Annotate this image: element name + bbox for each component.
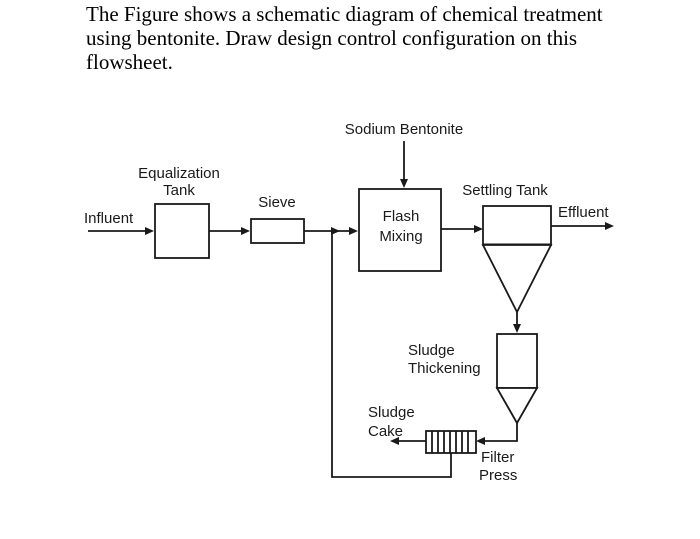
- influent-arrowhead: [145, 227, 154, 235]
- sludge-thickener-cone: [495, 387, 539, 425]
- equalization-label-line2: Tank: [163, 182, 195, 199]
- sieve-label: Sieve: [258, 194, 296, 211]
- sludge-cake-arrowhead: [390, 437, 399, 445]
- effluent-label: Effluent: [558, 204, 609, 221]
- flash-mixing-label-line1: Flash: [383, 208, 420, 225]
- sludge-cake-label-line2: Cake: [368, 423, 403, 440]
- thickener-to-filter-arrowhead: [476, 437, 485, 445]
- sieve-to-flash-arrowhead: [349, 227, 358, 235]
- equalization-label-line1: Equalization: [138, 165, 220, 182]
- influent-label: Influent: [84, 210, 134, 227]
- sludge-thickening-label-line2: Thickening: [408, 360, 481, 377]
- equalization-tank: [154, 203, 210, 259]
- flash-mixing-label-line2: Mixing: [379, 228, 422, 245]
- bentonite-feed-arrowhead: [400, 179, 408, 188]
- filter-press-label-line1: Filter: [481, 449, 514, 466]
- flash-to-settling-arrowhead: [474, 225, 483, 233]
- sludge-thickening-label-line1: Sludge: [408, 342, 455, 359]
- recycle-junction-arrowhead: [331, 227, 340, 235]
- settling-tank: [482, 205, 552, 246]
- question-paragraph: The Figure shows a schematic diagram of …: [86, 2, 603, 74]
- filtrate-recycle-line: [331, 231, 452, 478]
- settling-tank-label: Settling Tank: [462, 182, 548, 199]
- sodium-bentonite-label: Sodium Bentonite: [345, 121, 463, 138]
- settling-to-thickener-arrowhead: [513, 324, 521, 333]
- effluent-arrowhead: [605, 222, 614, 230]
- filter-press-label-line2: Press: [479, 467, 517, 484]
- filter-press-plates: [431, 431, 469, 453]
- sludge-thickener: [496, 333, 538, 389]
- question-text: The Figure shows a schematic diagram of …: [86, 2, 646, 74]
- sieve: [250, 218, 305, 244]
- eq-to-sieve-arrowhead: [241, 227, 250, 235]
- settling-tank-cone: [481, 244, 553, 314]
- sludge-cake-label-line1: Sludge: [368, 404, 415, 421]
- thickener-to-filter-line: [484, 423, 518, 442]
- flash-mixing-tank: [358, 188, 442, 272]
